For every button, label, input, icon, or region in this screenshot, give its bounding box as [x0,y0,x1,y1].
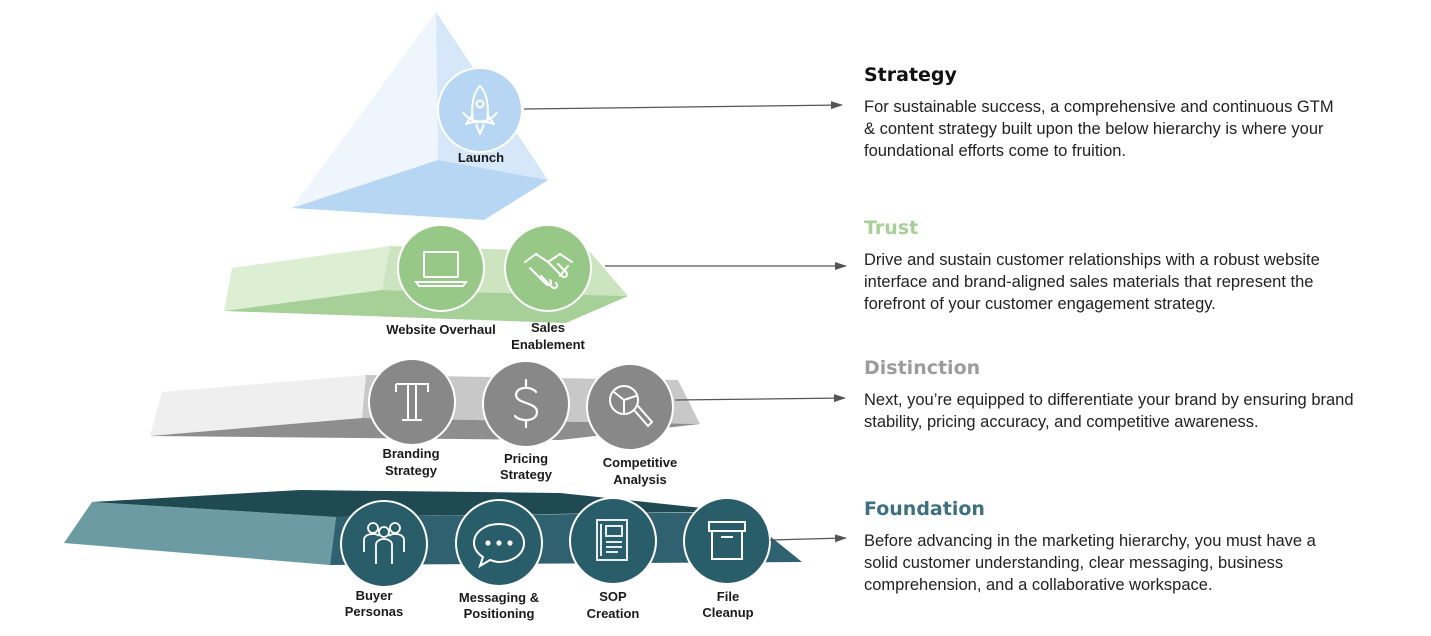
sop-creation-label-line-2: Creation [587,606,640,621]
strategy-section: Strategy For sustainable success, a comp… [864,64,1384,162]
website-overhaul-label: Website Overhaul [386,322,496,337]
chat-icon [472,522,526,569]
trust-slab-left-face [224,246,390,311]
distinction-section: Distinction Next, you’re equipped to dif… [864,357,1384,433]
foundation-slab-front-face [330,512,802,565]
sales-enablement-label-line-2: Enablement [511,337,585,352]
competitive-analysis-label-line-2: Analysis [613,472,666,487]
strategy-description: For sustainable success, a comprehensive… [864,98,1334,160]
file-cleanup-label-line-2: Cleanup [702,605,753,620]
launch-node: Launch [437,67,523,165]
distinction-title: Distinction [864,357,981,379]
file-cleanup-circle [683,497,771,585]
sales-enablement-label-line-1: Sales [531,320,565,335]
launch-label: Launch [458,150,504,165]
competitive-analysis-node [586,363,674,451]
magnifier-chart-icon [609,385,654,428]
sop-creation-circle [569,497,657,585]
pricing-strategy-label-line-2: Strategy [500,467,553,482]
handshake-icon [524,253,573,290]
foundation-description: Before advancing in the marketing hierar… [864,532,1316,594]
trust-layer: Website Overhaul Sales Enablement [224,224,847,352]
file-cleanup-node [683,497,771,585]
messaging-positioning-label-line-1: Messaging & [459,590,539,605]
trust-description: Drive and sustain customer relationships… [864,251,1320,313]
file-cleanup-label-line-1: File [717,589,739,604]
dollar-icon [513,378,539,429]
messaging-positioning-label-line-2: Positioning [464,606,535,621]
competitive-analysis-circle [586,363,674,451]
strategy-layer: Launch [292,12,843,220]
trust-title: Trust [864,217,919,239]
strategy-pyramid-base [292,160,548,220]
rocket-icon [462,85,498,135]
foundation-slab-top-face [92,490,740,517]
pricing-strategy-node [482,360,570,448]
trust-section: Trust Drive and sustain customer relatio… [864,217,1384,315]
branding-strategy-label-line-1: Branding [382,446,439,461]
sop-creation-label-line-1: SOP [599,589,627,604]
document-icon [596,519,628,561]
distinction-description: Next, you’re equipped to differentiate y… [864,391,1354,431]
strategy-pyramid-left-face [292,12,438,208]
foundation-layer: Buyer Personas Messaging & Positioning S… [64,490,847,621]
pricing-strategy-label-line-1: Pricing [504,451,548,466]
buyer-personas-label-line-2: Personas [345,604,404,619]
sales-enablement-circle [504,224,592,312]
foundation-section: Foundation Before advancing in the marke… [864,498,1384,596]
foundation-title: Foundation [864,498,985,520]
launch-circle [437,67,523,153]
branding-strategy-node [368,358,456,446]
typography-icon [395,383,429,421]
laptop-icon [414,251,468,287]
buyer-personas-circle [340,500,428,588]
distinction-slab-left-face [150,375,366,436]
foundation-arrow [769,534,847,543]
people-icon [363,522,405,564]
competitive-analysis-label-line-1: Competitive [603,455,677,470]
sales-enablement-node [504,224,592,312]
strategy-title: Strategy [864,64,957,86]
buyer-personas-label-line-1: Buyer [356,588,393,603]
messaging-positioning-node [455,499,543,587]
distinction-arrow [674,394,846,403]
buyer-personas-node [340,500,428,588]
foundation-slab-left-face [64,502,336,565]
branding-strategy-circle [368,358,456,446]
sop-creation-node [569,497,657,585]
distinction-layer: Branding Strategy Pricing Strategy Compe… [150,358,846,487]
archive-box-icon [708,521,746,560]
branding-strategy-label-line-2: Strategy [385,463,438,478]
strategy-arrow [523,101,843,110]
website-overhaul-circle [397,224,485,312]
website-overhaul-node [397,224,485,312]
